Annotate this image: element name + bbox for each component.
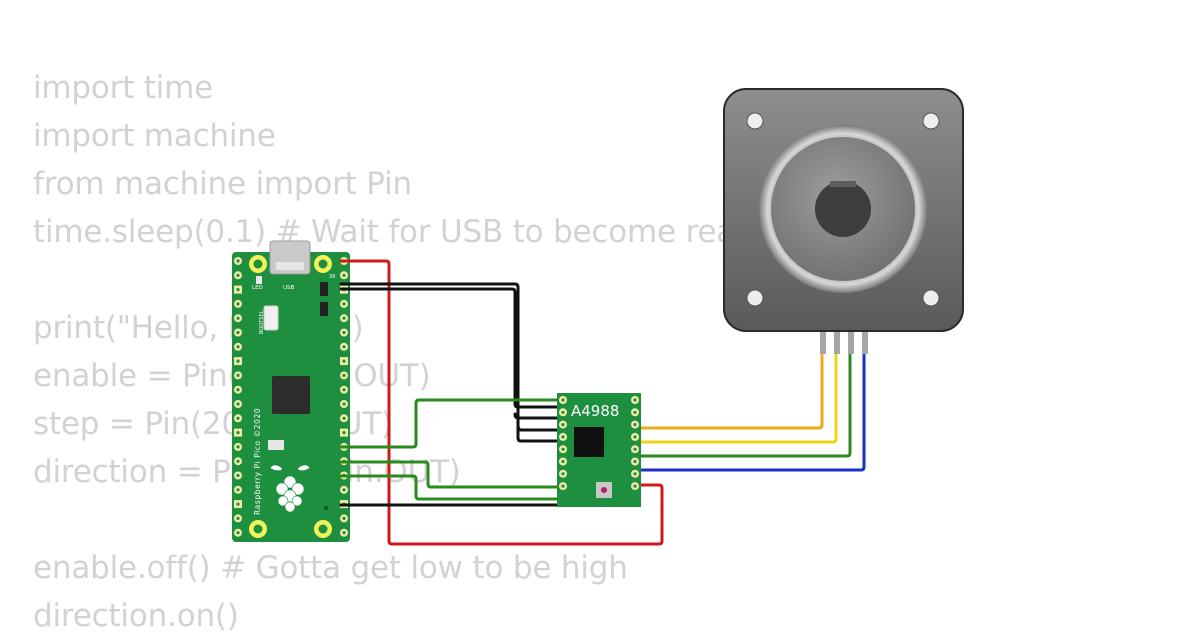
wire-enable-green[interactable]	[339, 398, 563, 449]
rp2040-chip	[272, 376, 310, 414]
wire-gnd-black[interactable]	[339, 287, 563, 409]
motor-screw-hole	[746, 289, 764, 307]
silk-led: LED	[252, 285, 263, 291]
motor-screw-hole	[746, 112, 764, 130]
wire-gnd-black[interactable]	[339, 282, 563, 443]
silk-pin: 39	[329, 274, 335, 280]
wire-step-green[interactable]	[339, 460, 563, 489]
stepper-motor[interactable]	[723, 88, 964, 354]
driver-chip	[574, 427, 604, 457]
wire-gnd-black[interactable]	[513, 412, 563, 420]
bootsel-button[interactable]	[263, 305, 279, 331]
code-line: from machine import Pin	[33, 166, 412, 202]
code-line: import machine	[33, 118, 276, 154]
motor-screw-hole	[922, 289, 940, 307]
silk-usb: USB	[283, 285, 295, 291]
led	[256, 276, 262, 284]
a4988-driver[interactable]: A4988	[557, 393, 641, 507]
wire-coil-green[interactable]	[635, 353, 852, 458]
raspberry-pi-pico[interactable]: LED USB 39 BOOTSEL Raspberry Pi Pico ©20…	[232, 240, 350, 542]
motor-screw-hole	[922, 112, 940, 130]
driver-label: A4988	[571, 402, 619, 420]
flash-chip	[268, 440, 284, 450]
wire-gnd-black[interactable]	[516, 423, 563, 432]
wire-coil-yellow[interactable]	[635, 353, 838, 444]
wire-coil-orange[interactable]	[635, 353, 824, 430]
driver-pins-right	[631, 396, 639, 491]
pin-header-left	[234, 257, 242, 537]
silk-board-name: Raspberry Pi Pico ©2020	[253, 408, 262, 515]
motor-shaft	[815, 181, 871, 237]
wire-coil-blue[interactable]	[635, 353, 866, 472]
driver-pins-left	[559, 396, 567, 491]
wire-vmot-red[interactable]	[339, 259, 664, 546]
code-line: import time	[33, 70, 214, 106]
silk-bootsel: BOOTSEL	[259, 310, 265, 334]
wires	[339, 259, 866, 546]
raspberry-pi-logo-icon	[269, 464, 311, 513]
code-line: enable.off() # Gotta get low to be high	[33, 550, 628, 586]
code-line: direction.on()	[33, 598, 239, 634]
wire-dir-green[interactable]	[339, 474, 563, 501]
